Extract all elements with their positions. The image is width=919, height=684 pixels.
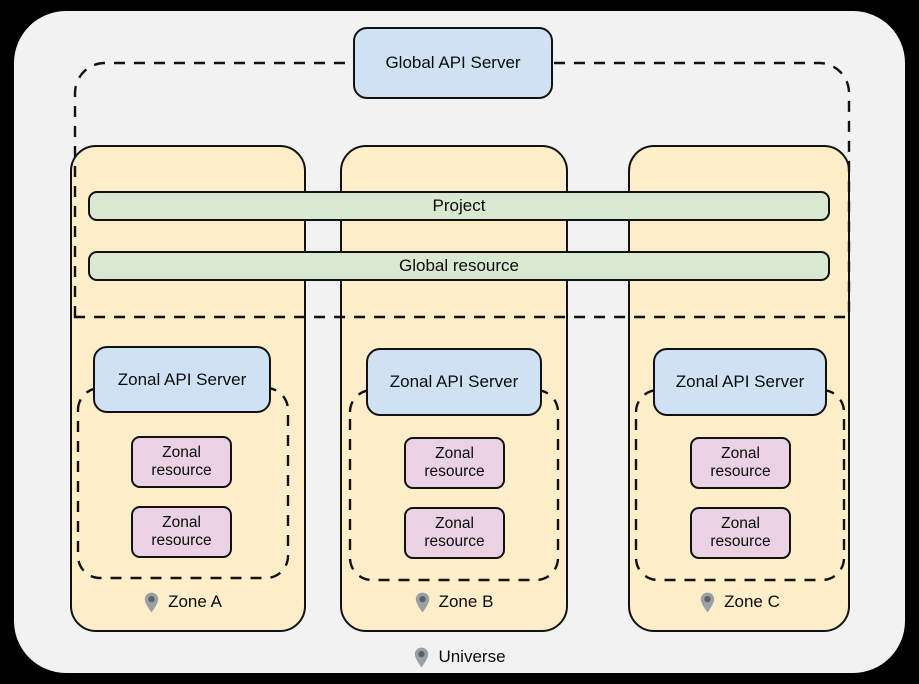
zone-b-api-server-label: Zonal API Server <box>389 372 519 392</box>
zone-c-api-server-box[interactable]: Zonal API Server <box>653 348 827 416</box>
project-band-label: Project <box>432 196 486 216</box>
zone-c-resource-1-label: Zonal resource <box>710 445 771 480</box>
zone-b-caption: Zone B <box>350 589 558 615</box>
zone-a-caption: Zone A <box>78 589 288 615</box>
zone-b-resource-1-label: Zonal resource <box>424 445 485 480</box>
universe-caption: Universe <box>360 644 560 670</box>
global-api-server-box[interactable]: Global API Server <box>353 27 553 99</box>
map-pin-icon <box>700 592 715 613</box>
zone-b-resource-2[interactable]: Zonal resource <box>404 507 505 559</box>
zone-c-resource-2[interactable]: Zonal resource <box>690 507 791 559</box>
zone-a-resource-1-label: Zonal resource <box>151 444 212 479</box>
zone-b-caption-label: Zone B <box>438 592 494 611</box>
zone-a-api-server-box[interactable]: Zonal API Server <box>93 346 271 413</box>
zone-c-caption-label: Zone C <box>724 592 780 611</box>
zone-b-api-server-box[interactable]: Zonal API Server <box>366 348 542 416</box>
zone-c-resource-1[interactable]: Zonal resource <box>690 437 791 489</box>
map-pin-icon <box>144 592 159 613</box>
zone-a-caption-label: Zone A <box>168 592 222 611</box>
zone-b-resource-1[interactable]: Zonal resource <box>404 437 505 489</box>
map-pin-icon <box>415 592 430 613</box>
zone-c-caption: Zone C <box>636 589 844 615</box>
global-api-server-label: Global API Server <box>385 53 521 73</box>
zone-a-resource-2[interactable]: Zonal resource <box>131 506 232 558</box>
map-pin-icon <box>414 647 429 668</box>
zone-c-api-server-label: Zonal API Server <box>675 372 805 392</box>
zone-a-api-server-label: Zonal API Server <box>117 369 247 389</box>
global-resource-band-label: Global resource <box>398 256 519 276</box>
zone-a-resource-2-label: Zonal resource <box>151 514 212 549</box>
project-band[interactable]: Project <box>88 191 830 221</box>
zone-a-resource-1[interactable]: Zonal resource <box>131 436 232 488</box>
universe-caption-label: Universe <box>438 647 506 666</box>
zone-b-resource-2-label: Zonal resource <box>424 515 485 550</box>
zone-c-resource-2-label: Zonal resource <box>710 515 771 550</box>
global-resource-band[interactable]: Global resource <box>88 251 830 281</box>
